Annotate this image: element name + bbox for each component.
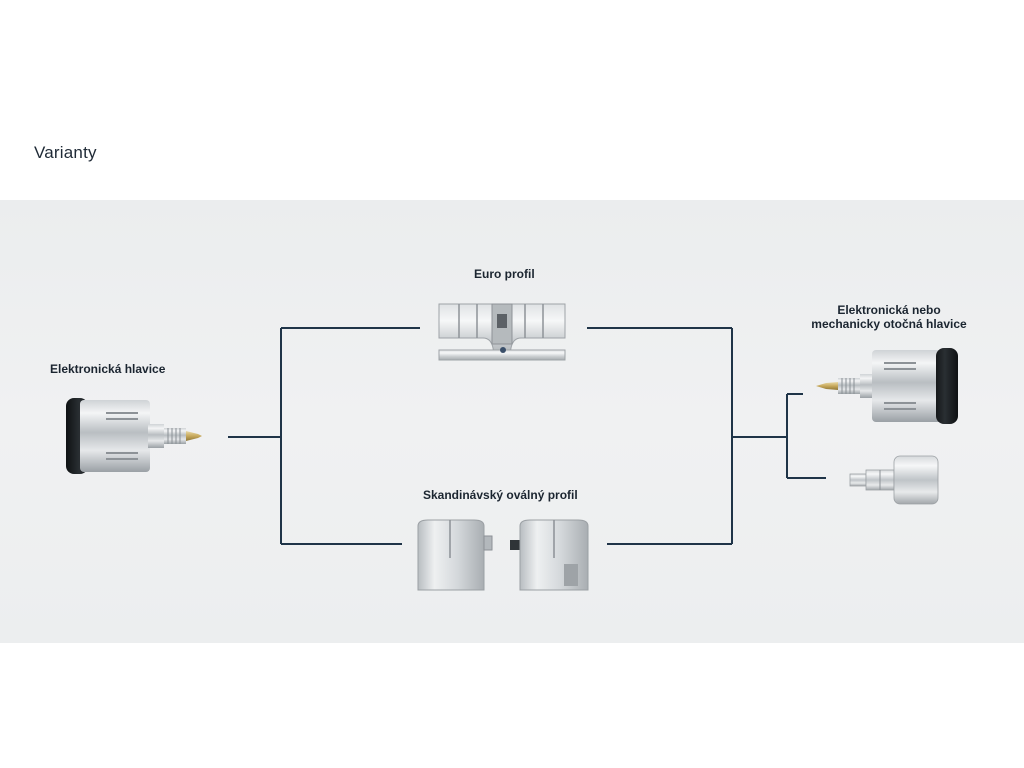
label-scandinavian-profile: Skandinávský oválný profil	[423, 488, 578, 502]
electronic-knob-image	[66, 398, 202, 474]
label-euro-profile: Euro profil	[474, 267, 535, 281]
label-rotating-knob-line1: Elektronická nebo	[837, 303, 941, 317]
rotating-knob-mechanical-image	[849, 455, 939, 505]
label-rotating-knob: Elektronická nebo mechanicky otočná hlav…	[806, 303, 972, 331]
diagram-panel	[0, 200, 1024, 643]
label-rotating-knob-line2: mechanicky otočná hlavice	[811, 317, 967, 331]
page-title: Varianty	[34, 143, 97, 162]
rotating-knob-electronic-image	[816, 348, 958, 424]
scandinavian-oval-cylinder-image	[417, 519, 589, 591]
euro-profile-cylinder-image	[438, 303, 566, 361]
label-electronic-knob: Elektronická hlavice	[50, 362, 166, 376]
